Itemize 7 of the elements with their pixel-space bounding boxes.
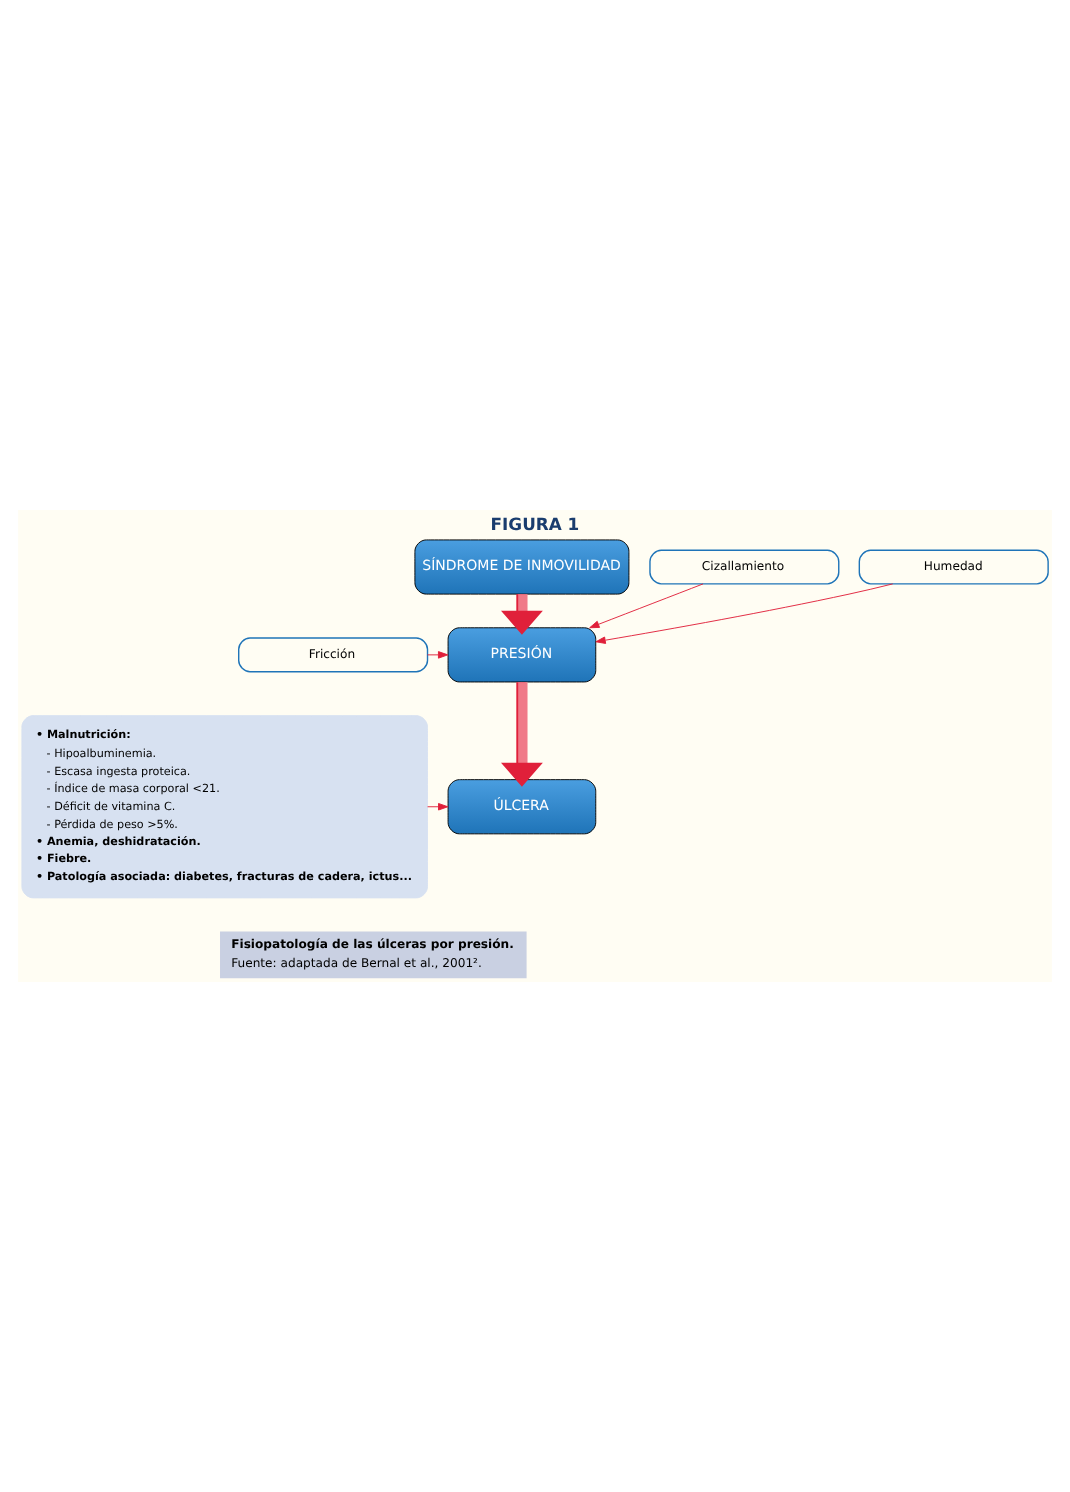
arrow	[501, 682, 543, 787]
arrow	[427, 651, 449, 659]
diagram-title: FIGURA 1	[490, 514, 580, 534]
arrow	[501, 594, 543, 635]
arrow	[427, 803, 449, 811]
arrow	[595, 583, 894, 644]
arrow	[589, 583, 704, 629]
